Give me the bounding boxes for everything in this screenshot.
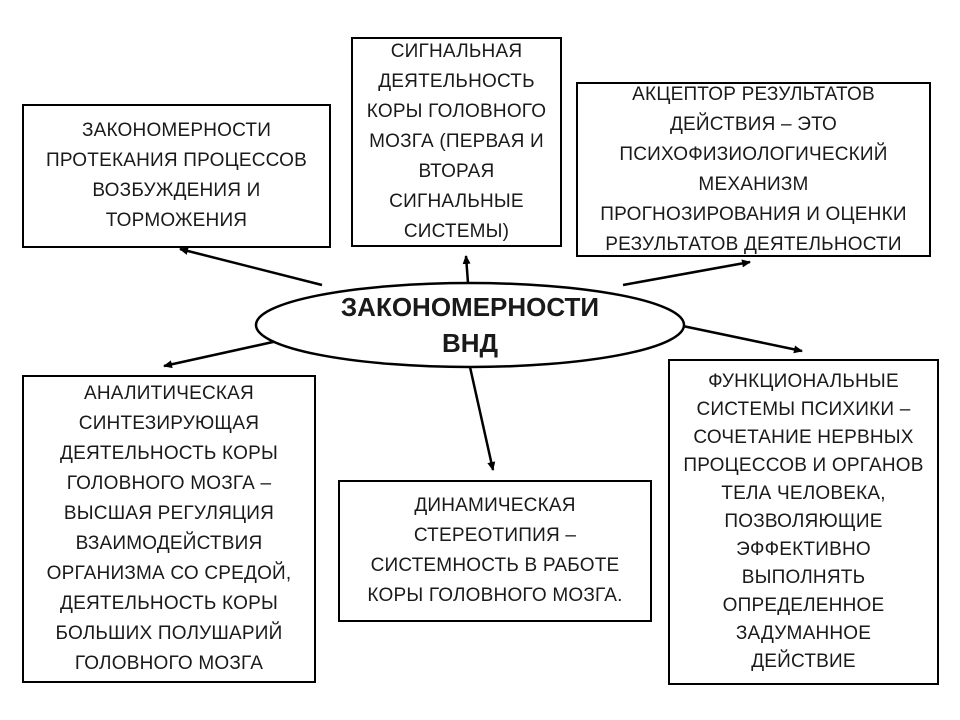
box-bottom-right: ФУНКЦИОНАЛЬНЫЕ СИСТЕМЫ ПСИХИКИ – СОЧЕТАН… <box>668 359 939 685</box>
center-node: ЗАКОНОМЕРНОСТИ ВНД <box>255 283 685 367</box>
arrow-to-top-left <box>179 247 323 287</box>
arrow-to-bottom-right <box>677 323 803 354</box>
box-bottom-left: АНАЛИТИЧЕСКАЯ СИНТЕЗИРУЮЩАЯ ДЕЯТЕЛЬНОСТЬ… <box>22 375 316 683</box>
box-top-center: СИГНАЛЬНАЯ ДЕЯТЕЛЬНОСТЬ КОРЫ ГОЛОВНОГО М… <box>351 37 562 247</box>
box-bottom-center-text: ДИНАМИЧЕСКАЯ СТЕРЕОТИПИЯ – СИСТЕМНОСТЬ В… <box>367 495 623 606</box>
arrow-to-top-center <box>462 255 471 284</box>
box-bottom-left-text: АНАЛИТИЧЕСКАЯ СИНТЕЗИРУЮЩАЯ ДЕЯТЕЛЬНОСТЬ… <box>46 383 292 674</box>
box-bottom-right-text: ФУНКЦИОНАЛЬНЫЕ СИСТЕМЫ ПСИХИКИ – СОЧЕТАН… <box>683 371 924 672</box>
box-top-left: ЗАКОНОМЕРНОСТИ ПРОТЕКАНИЯ ПРОЦЕССОВ ВОЗБ… <box>22 104 331 248</box>
box-top-right: АКЦЕПТОР РЕЗУЛЬТАТОВ ДЕЙСТВИЯ – ЭТО ПСИХ… <box>576 82 931 257</box>
box-top-left-text: ЗАКОНОМЕРНОСТИ ПРОТЕКАНИЯ ПРОЦЕССОВ ВОЗБ… <box>46 120 307 231</box>
arrow-to-top-right <box>622 259 751 287</box>
arrow-to-bottom-center <box>468 366 496 471</box>
center-ellipse <box>254 281 686 369</box>
box-top-center-text: СИГНАЛЬНАЯ ДЕЯТЕЛЬНОСТЬ КОРЫ ГОЛОВНОГО М… <box>366 41 547 242</box>
box-top-right-text: АКЦЕПТОР РЕЗУЛЬТАТОВ ДЕЙСТВИЯ – ЭТО ПСИХ… <box>600 83 907 255</box>
center-title: ЗАКОНОМЕРНОСТИ ВНД <box>340 292 600 358</box>
arrow-to-bottom-left <box>163 338 283 369</box>
box-bottom-center: ДИНАМИЧЕСКАЯ СТЕРЕОТИПИЯ – СИСТЕМНОСТЬ В… <box>338 480 652 622</box>
